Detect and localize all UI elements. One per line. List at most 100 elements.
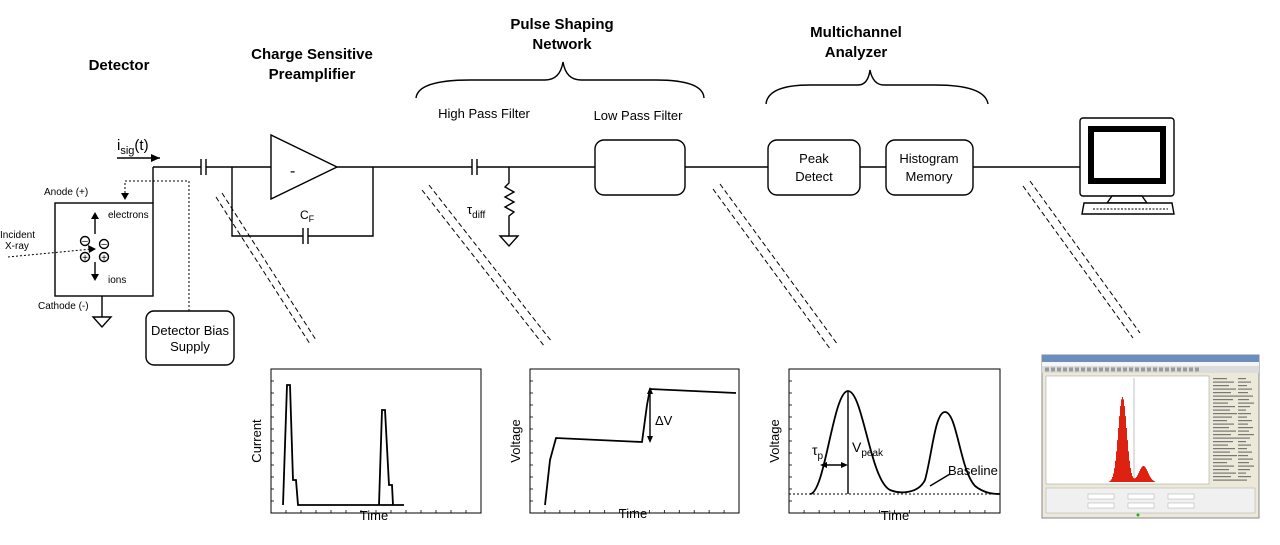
positive-sign-1: + [82, 253, 88, 264]
header-shaping-line2: Network [532, 36, 592, 53]
plot-voltage1-ylabel: Voltage [508, 419, 523, 462]
anode-label: Anode (+) [44, 187, 88, 198]
thumb-bottom-fields [1087, 493, 1195, 509]
thumb-histogram-bar [1130, 467, 1131, 482]
negative-carrier-1 [79, 235, 91, 247]
thumb-side-row [1213, 465, 1234, 467]
plot-shaped-pulse: τp Vpeak Baseline Voltage Time [767, 368, 1001, 523]
signal-current-label: isig(t) [117, 137, 149, 157]
bias-supply-box [145, 310, 235, 366]
plot-current: Current Time [249, 368, 482, 523]
thumb-histogram-bar [1152, 479, 1153, 482]
thumb-side-row [1213, 413, 1237, 415]
thumb-side-row [1238, 458, 1253, 460]
thumb-side-row [1213, 469, 1229, 471]
ground-symbol-detector [91, 316, 113, 329]
mca-brace [765, 69, 989, 105]
thumb-side-row [1238, 413, 1251, 415]
delta-v-arrowhead-bottom [647, 436, 653, 443]
header-mca-line1: Multichannel [810, 24, 902, 41]
thumb-side-row [1238, 462, 1249, 464]
negative-sign-2: – [101, 239, 107, 250]
thumb-bottom-panel [1045, 487, 1256, 514]
thumb-side-row [1238, 448, 1247, 450]
ions-arrowhead [91, 274, 99, 281]
plot-current-ticks [271, 380, 467, 513]
thumb-histogram-bar [1127, 440, 1128, 482]
thumb-histogram-bar [1132, 476, 1133, 482]
plot-voltage2-xlabel: Time [881, 508, 909, 523]
thumb-histogram-bar [1115, 460, 1116, 482]
feedback-left [231, 167, 303, 237]
thumb-histogram-bar [1145, 467, 1146, 482]
histogram-memory-line1: Histogram [899, 151, 958, 166]
delta-v-arrowhead-top [647, 387, 653, 394]
positive-carrier-1 [79, 251, 91, 263]
bias-supply-line1: Detector Bias [151, 323, 230, 338]
thumb-histogram-bar [1135, 477, 1136, 482]
thumb-histogram-bar [1149, 475, 1150, 482]
thumb-histogram-bar [1153, 480, 1154, 482]
thumb-status-indicator [1136, 513, 1140, 517]
thumb-tool-button [1081, 367, 1085, 372]
thumb-histogram-bar [1113, 473, 1114, 482]
thumb-histogram-bar [1141, 467, 1142, 482]
thumb-tool-button [1045, 367, 1049, 372]
thumb-histogram-bar [1116, 451, 1117, 482]
thumb-tool-button [1099, 367, 1103, 372]
high-pass-label: High Pass Filter [438, 106, 530, 121]
thumb-side-row [1213, 430, 1236, 432]
thumb-side-row [1213, 392, 1231, 394]
feedback-cap-label: CF [300, 208, 315, 224]
thumb-side-row [1213, 455, 1237, 457]
electrons-label: electrons [108, 210, 149, 221]
preamp-sign: - [290, 163, 295, 180]
thumb-side-row [1213, 378, 1227, 380]
plot-voltage2-trace [809, 390, 1001, 495]
thumb-histogram-bar [1146, 469, 1147, 482]
thumb-side-row [1213, 423, 1234, 425]
thumb-side-row [1213, 427, 1229, 429]
thumb-histogram-bar [1114, 468, 1115, 482]
thumb-tool-button [1117, 367, 1121, 372]
incident-label-line1: Incident [0, 230, 35, 241]
thumb-side-row [1213, 381, 1234, 383]
detector-body [54, 202, 154, 297]
thumb-side-row [1238, 430, 1249, 432]
thumb-histogram-bar [1137, 475, 1138, 482]
thumb-side-row [1238, 465, 1254, 467]
positive-sign-2: + [101, 253, 107, 264]
thumb-side-row [1213, 416, 1232, 418]
monitor-stand [1105, 195, 1149, 204]
thumb-tool-button [1171, 367, 1175, 372]
thumb-side-row [1238, 423, 1248, 425]
plot-current-frame [270, 368, 482, 514]
thumb-tool-button [1063, 367, 1067, 372]
histogram-memory-line2: Memory [906, 169, 953, 184]
thumb-histogram-bar [1112, 477, 1113, 482]
plot-voltage1-ticks [530, 380, 725, 513]
thumb-histogram-bar [1119, 416, 1120, 482]
thumb-bottom-field [1167, 502, 1195, 509]
thumb-side-row [1238, 378, 1246, 380]
thumb-side-row [1238, 381, 1251, 383]
ions-label: ions [108, 275, 126, 286]
thumb-histogram-bar [1124, 406, 1125, 482]
thumb-histogram-bar [1147, 471, 1148, 482]
thumb-histogram-bar [1109, 481, 1110, 482]
thumb-bottom-field [1167, 493, 1195, 500]
plot-voltage2-frame [788, 368, 1001, 514]
thumb-histogram-bar [1125, 416, 1126, 482]
thumb-histogram-bar [1129, 460, 1130, 482]
thumb-histogram-bar [1128, 451, 1129, 482]
thumb-tool-button [1147, 367, 1151, 372]
electrons-arrowhead [91, 212, 99, 219]
negative-carrier-2 [98, 238, 110, 250]
thumb-histogram-bar [1142, 466, 1143, 482]
thumb-bottom-field [1087, 493, 1115, 500]
thumb-side-row [1238, 399, 1249, 401]
thumb-side-row [1213, 444, 1228, 446]
tau-diff-label: τdiff [467, 202, 486, 221]
thumb-histogram-bar [1110, 480, 1111, 482]
thumb-histogram-bar [1143, 465, 1144, 482]
